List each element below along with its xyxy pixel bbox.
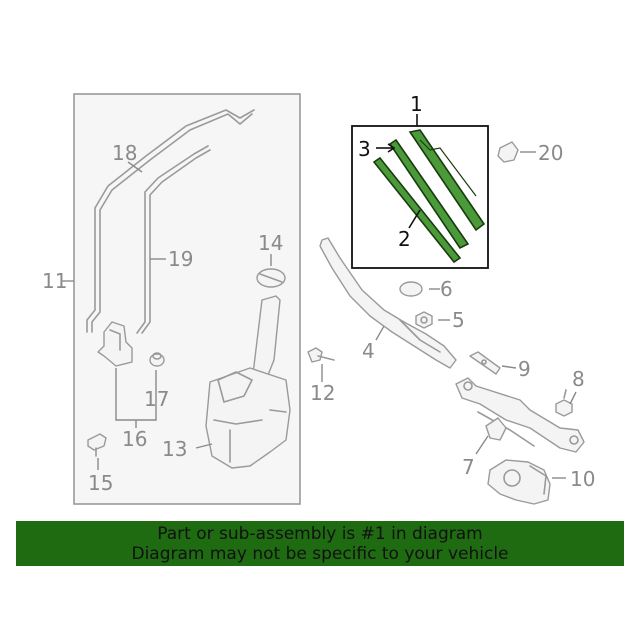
clip — [497, 141, 519, 163]
bolt-8 — [555, 389, 573, 417]
callout-14: 14 — [258, 231, 283, 255]
wiper-motor — [487, 459, 551, 505]
callout-19: 19 — [168, 247, 193, 271]
callout-2: 2 — [398, 227, 411, 251]
arm-cap — [399, 281, 423, 297]
wiper-linkage — [455, 377, 585, 453]
callout-20: 20 — [538, 141, 563, 165]
bolt-12 — [307, 347, 335, 363]
callout-18: 18 — [112, 141, 137, 165]
reservoir-cap — [256, 268, 286, 288]
leader-lines — [62, 114, 577, 479]
callout-3: 3 — [358, 137, 371, 161]
callout-17: 17 — [144, 387, 169, 411]
nozzle — [87, 433, 107, 457]
callout-7: 7 — [462, 455, 475, 479]
callout-13: 13 — [162, 437, 187, 461]
bracket — [469, 351, 501, 375]
washer-hose-19 — [136, 145, 211, 334]
callout-8: 8 — [572, 367, 585, 391]
callout-4: 4 — [362, 339, 375, 363]
wiper-blade-mid — [388, 138, 470, 250]
banner-line-2: Diagram may not be specific to your vehi… — [131, 544, 509, 564]
wiper-arm — [319, 237, 457, 369]
washer-hose-18 — [86, 109, 255, 333]
washer-pump — [97, 321, 133, 367]
callout-10: 10 — [570, 467, 595, 491]
callout-9: 9 — [518, 357, 531, 381]
info-banner: Part or sub-assembly is #1 in diagram Di… — [16, 521, 624, 566]
callout-1: 1 — [410, 92, 423, 116]
callout-16: 16 — [122, 427, 147, 451]
wiper-refill — [372, 156, 462, 264]
callout-11: 11 — [42, 269, 67, 293]
grommet — [149, 352, 165, 367]
callout-5: 5 — [452, 308, 465, 332]
callout-15: 15 — [88, 471, 113, 495]
arm-nut — [415, 311, 433, 329]
reservoir-tank — [205, 295, 291, 469]
callout-12: 12 — [310, 381, 335, 405]
wiper-blade-assembly — [372, 129, 486, 264]
callout-6: 6 — [440, 277, 453, 301]
banner-line-1: Part or sub-assembly is #1 in diagram — [157, 524, 483, 544]
wiper-blade-main — [408, 129, 486, 232]
